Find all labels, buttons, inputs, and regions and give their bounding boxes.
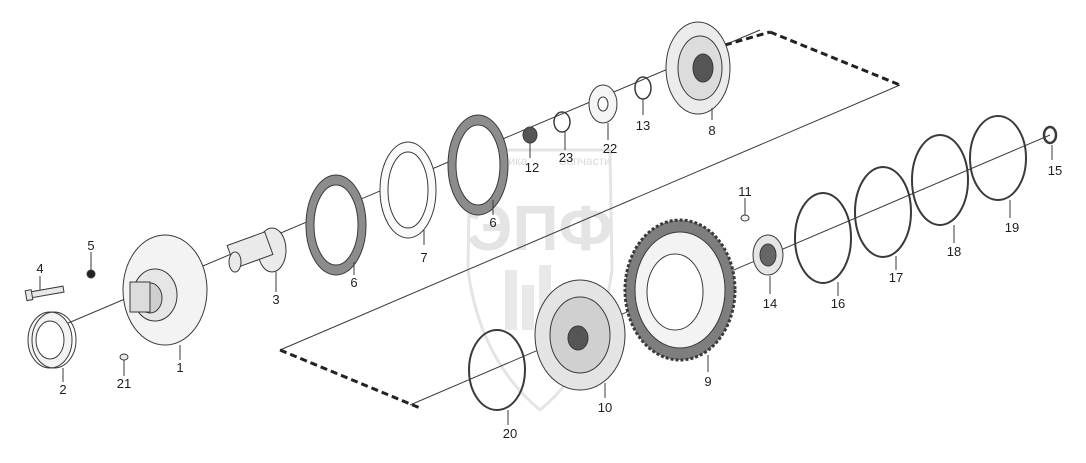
callout-9: 9	[704, 374, 711, 389]
callout-16: 16	[831, 296, 845, 311]
o-rings	[468, 115, 1027, 411]
part-6-friction-disc-right	[447, 114, 509, 216]
callout-3: 3	[272, 292, 279, 307]
part-18-o-ring	[911, 134, 969, 226]
leader-lines	[39, 99, 1053, 425]
callout-20: 20	[503, 426, 517, 441]
part-13-snap-ring	[634, 76, 652, 100]
callout-15: 15	[1048, 163, 1062, 178]
part-7-steel-plate	[379, 141, 437, 239]
part-2-seal	[27, 311, 77, 369]
callout-13: 13	[636, 118, 650, 133]
part-4-bolt	[24, 285, 65, 302]
part-20-o-ring	[468, 329, 526, 411]
part-21-plug	[119, 353, 129, 361]
dashed-connector-bottom	[279, 348, 421, 410]
callout-6-left: 6	[350, 275, 357, 290]
callout-8: 8	[708, 123, 715, 138]
callout-6-right: 6	[489, 215, 496, 230]
part-9-ring-gear	[623, 218, 737, 362]
callout-2: 2	[59, 382, 66, 397]
callout-1: 1	[176, 360, 183, 375]
callout-10: 10	[598, 400, 612, 415]
part-1-housing	[122, 234, 208, 346]
callout-labels: 1 2 3 4 5 6 6 7 8 9 10 11 12 13 14 15 16…	[36, 118, 1062, 441]
part-23-snap-ring	[553, 111, 571, 133]
part-8-piston	[665, 21, 731, 115]
callout-19: 19	[1005, 220, 1019, 235]
part-22-washer	[588, 84, 618, 124]
callout-11: 11	[738, 184, 752, 199]
part-14-bearing	[752, 234, 784, 276]
callout-18: 18	[947, 244, 961, 259]
callout-7: 7	[420, 250, 427, 265]
callout-12: 12	[525, 160, 539, 175]
callout-22: 22	[603, 141, 617, 156]
part-17-o-ring	[854, 166, 912, 258]
part-12-bearing	[522, 126, 538, 144]
callout-4: 4	[36, 261, 43, 276]
part-6-friction-disc-left	[305, 174, 367, 276]
part-15-small-ring	[1042, 125, 1058, 145]
watermark-caption-right: Запчасти	[559, 154, 611, 168]
part-3-shaft	[226, 227, 287, 273]
dashed-connector-top	[724, 30, 901, 87]
part-5-nut	[86, 269, 96, 279]
part-11-pin	[740, 214, 750, 222]
part-19-o-ring	[969, 115, 1027, 201]
callout-21: 21	[117, 376, 131, 391]
part-16-o-ring	[794, 192, 852, 284]
callout-14: 14	[763, 296, 777, 311]
callout-5: 5	[87, 238, 94, 253]
part-10-differential-case	[534, 279, 626, 391]
callout-17: 17	[889, 270, 903, 285]
callout-23: 23	[559, 150, 573, 165]
